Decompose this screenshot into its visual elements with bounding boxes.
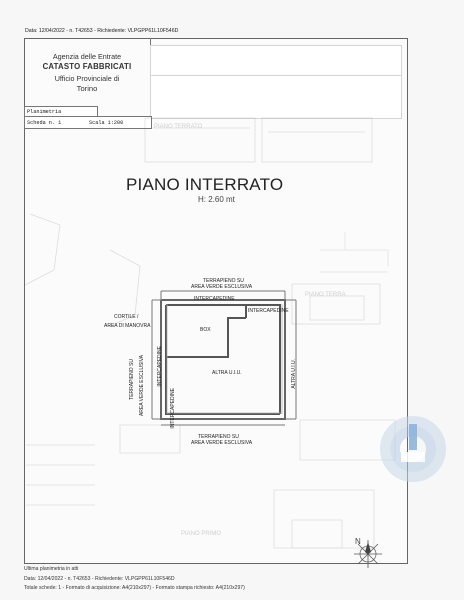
ghost-text-1: PIANO TERRATO bbox=[154, 124, 203, 130]
terrapieno-bottom-1: TERRAPIENO SU bbox=[198, 434, 239, 440]
plan-title: PIANO INTERRATO bbox=[126, 175, 284, 194]
cortile-label-1: CORTILE / bbox=[114, 314, 139, 320]
altra-uiu-center: ALTRA U.I.U. bbox=[212, 370, 242, 376]
terrapieno-top-1: TERRAPIENO SU bbox=[203, 278, 244, 284]
planimetry-tabs: Planimetria Scheda n. 1 Scala 1:200 bbox=[24, 106, 152, 130]
tab-scheda-scala: Scheda n. 1 Scala 1:200 bbox=[24, 116, 152, 129]
footer-line-2: Data: 12/04/2022 - n. T42653 - Richieden… bbox=[24, 576, 175, 582]
header-line: Data: 12/04/2022 - n. T42653 - Richieden… bbox=[25, 28, 179, 34]
footer-line-3: Totale schede: 1 - Formato di acquisizio… bbox=[24, 585, 245, 591]
box-label: BOX bbox=[200, 327, 211, 333]
ghost-text-2: PIANO TERRA bbox=[305, 292, 346, 298]
plan-height: H: 2.60 mt bbox=[198, 195, 235, 204]
footer-line-1: Ultima planimetria in atti bbox=[24, 566, 79, 572]
intercapedine-top: INTERCAPEDINE bbox=[194, 296, 235, 302]
svg-text:N: N bbox=[355, 537, 361, 546]
terrapieno-top-2: AREA VERDE ESCLUSIVA bbox=[191, 284, 253, 290]
agency-line-3: Ufficio Provinciale di bbox=[54, 74, 120, 83]
middle-masked-area bbox=[150, 75, 402, 119]
intercapedine-mid: INTERCAPEDINE bbox=[248, 308, 289, 314]
tab-planimetria-label: Planimetria bbox=[27, 109, 62, 115]
scheda-label: Scheda n. 1 bbox=[27, 120, 62, 126]
watermark-seal bbox=[380, 416, 446, 482]
agency-line-1: Agenzia delle Entrate bbox=[52, 52, 122, 61]
agency-line-2: CATASTO FABBRICATI bbox=[42, 62, 132, 71]
ghost-text-3: PIANO PRIMO bbox=[181, 531, 222, 537]
terrapieno-bottom-2: AREA VERDE ESCLUSIVA bbox=[191, 440, 253, 446]
cortile-label-2: AREA DI MANOVRA bbox=[104, 323, 151, 329]
agency-line-4: Torino bbox=[76, 84, 98, 93]
scala-label: Scala 1:200 bbox=[89, 120, 124, 126]
